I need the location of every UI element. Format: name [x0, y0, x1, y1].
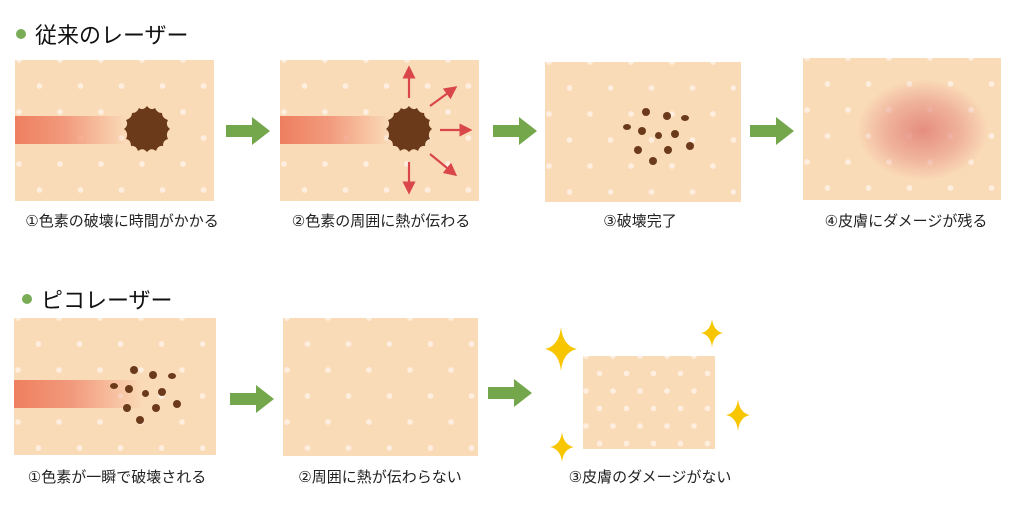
pigment-fragment	[634, 146, 642, 154]
step-caption: ③皮膚のダメージがない	[568, 468, 732, 486]
sparkle-icon	[545, 327, 577, 371]
laser-beam	[15, 116, 127, 144]
bullet-icon	[16, 29, 26, 39]
pigment-fragment	[142, 390, 149, 397]
sparkle-icon	[701, 319, 723, 347]
step-caption: ①色素が一瞬で破壊される	[27, 468, 207, 486]
laser-beam	[280, 116, 390, 144]
step-caption: ④皮膚にダメージが残る	[824, 212, 988, 230]
pico-step-illustration-1	[14, 318, 216, 455]
heat-arrows-icon	[402, 65, 473, 195]
step-caption: ②周囲に熱が伝わらない	[298, 468, 462, 486]
pigment-fragment	[125, 385, 133, 393]
pigment-fragment	[158, 388, 166, 396]
bullet-icon	[22, 294, 32, 304]
pigment-fragment	[110, 383, 118, 389]
pigment-fragment	[136, 416, 144, 424]
step-caption: ②色素の周囲に熱が伝わる	[291, 212, 471, 230]
pigment-blob-icon	[386, 106, 432, 152]
pigment-fragment	[638, 127, 646, 135]
section-title: 従来のレーザー	[35, 24, 189, 49]
pigment-fragment	[168, 373, 176, 379]
pigment-fragment	[130, 366, 138, 374]
pigment-fragment	[655, 132, 662, 139]
pico-step-illustration-3	[583, 356, 715, 449]
pigment-fragment	[649, 157, 657, 165]
pigment-fragment	[663, 112, 671, 120]
step-illustration-1	[15, 60, 214, 201]
section-heading-pico-laser: ピコレーザー	[22, 283, 173, 315]
pigment-fragment	[152, 404, 160, 412]
pigment-fragment	[123, 404, 131, 412]
step-caption: ①色素の破壊に時間がかかる	[25, 212, 219, 230]
pigment-fragment	[149, 371, 157, 379]
right-arrow-icon	[226, 117, 270, 145]
pigment-fragment	[642, 108, 650, 116]
pigment-fragment	[671, 130, 679, 138]
skin-damage-area	[858, 80, 988, 180]
pico-step-illustration-2	[283, 318, 478, 456]
step-caption: ③破壊完了	[603, 212, 677, 230]
sparkle-icon	[726, 399, 750, 431]
step-illustration-4	[803, 58, 1001, 200]
right-arrow-icon	[488, 379, 532, 407]
section-title: ピコレーザー	[41, 289, 173, 314]
pigment-blob-icon	[124, 106, 170, 152]
step-illustration-2	[280, 60, 479, 201]
pigment-fragment	[173, 400, 181, 408]
pigment-fragment	[686, 142, 694, 150]
section-heading-conventional-laser: 従来のレーザー	[16, 18, 189, 50]
right-arrow-icon	[493, 117, 537, 145]
sparkle-icon	[550, 432, 574, 462]
pigment-fragment	[623, 124, 631, 130]
right-arrow-icon	[230, 385, 274, 413]
step-illustration-3	[545, 62, 741, 202]
right-arrow-icon	[750, 117, 794, 145]
laser-beam	[14, 380, 144, 408]
pigment-fragment	[681, 115, 689, 121]
pigment-fragment	[664, 146, 672, 154]
